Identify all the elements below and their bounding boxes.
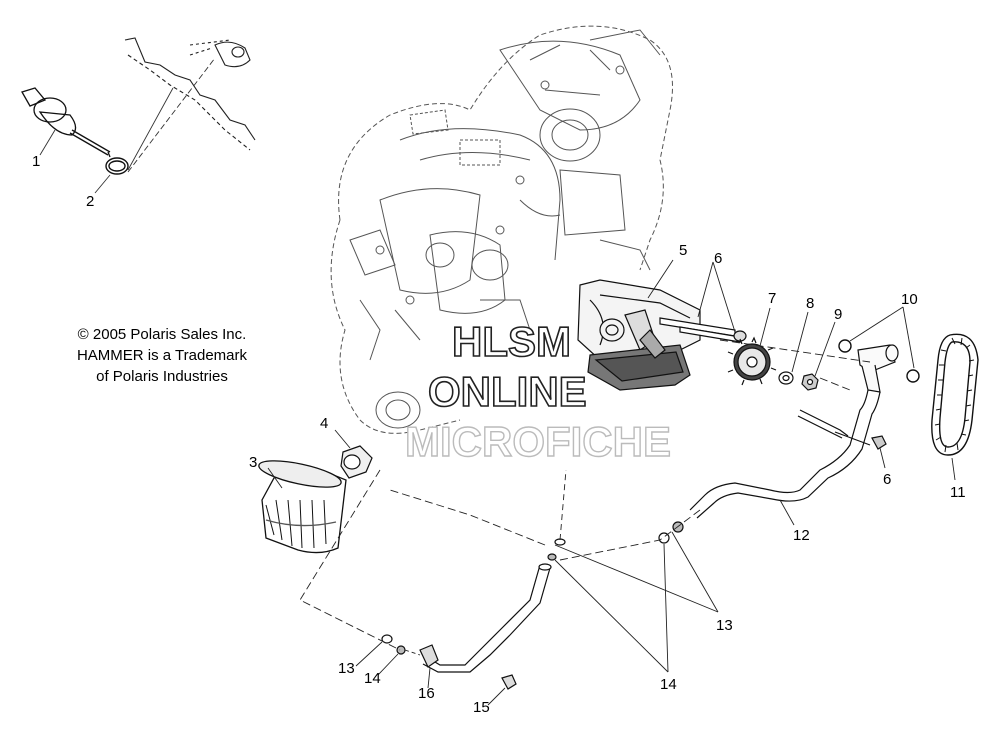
dipstick-part: [21, 87, 111, 158]
copyright-notice: © 2005 Polaris Sales Inc. HAMMER is a Tr…: [52, 324, 272, 387]
callout-10: 10: [901, 291, 918, 308]
pump-bolts: [659, 317, 747, 343]
watermark-line3: MICROFICHE: [405, 418, 671, 465]
copyright-line-1: © 2005 Polaris Sales Inc.: [77, 326, 247, 343]
o-rings-10: [838, 339, 920, 383]
bolt-15: [501, 674, 517, 690]
callout-14b: 14: [364, 670, 381, 687]
o-ring-dipstick: [105, 157, 129, 175]
callout-8: 8: [806, 295, 814, 312]
callout-1: 1: [32, 153, 40, 170]
leader-lines: [267, 259, 956, 706]
drive-chain: [931, 333, 979, 456]
callout-6b: 6: [883, 471, 891, 488]
washers-13-14: [381, 521, 684, 655]
callout-6a: 6: [714, 250, 722, 267]
engine-crankcase: [330, 25, 673, 434]
callout-14a: 14: [660, 676, 677, 693]
filter-fitting: [340, 445, 373, 479]
oil-line-16: [419, 563, 552, 673]
callout-4: 4: [320, 415, 328, 432]
watermark-line1: HLSM: [452, 318, 571, 365]
callout-2: 2: [86, 193, 94, 210]
callout-13a: 13: [716, 617, 733, 634]
bolt-6-lower: [871, 435, 887, 450]
watermark-line2: ONLINE: [428, 368, 587, 415]
callout-12: 12: [793, 527, 810, 544]
dipstick-inset: [124, 37, 256, 151]
callout-5: 5: [679, 242, 687, 259]
callout-9: 9: [834, 306, 842, 323]
oil-pickup-screen: [587, 329, 691, 391]
callout-16: 16: [418, 685, 435, 702]
nut-9: [801, 373, 819, 391]
callout-13b: 13: [338, 660, 355, 677]
watermark: HLSM ONLINE MICROFICHE: [404, 317, 671, 466]
pump-sprocket: [727, 336, 777, 386]
oil-pump: [577, 279, 701, 361]
inset-leader-lines: [39, 57, 216, 194]
callout-11: 11: [950, 484, 966, 501]
oil-filter: [258, 460, 347, 554]
copyright-line-3: of Polaris Industries: [96, 368, 228, 385]
washer-8: [778, 371, 794, 385]
oil-line-12: [689, 389, 881, 519]
callout-7: 7: [768, 290, 776, 307]
tee-fitting: [857, 344, 899, 393]
callout-3: 3: [249, 454, 257, 471]
copyright-line-2: HAMMER is a Trademark: [76, 347, 248, 364]
callout-15: 15: [473, 699, 490, 716]
callout-labels: 1 2 3 4 5 6 6 7 8 9 10 11 12 13 13 14 14…: [32, 153, 966, 716]
